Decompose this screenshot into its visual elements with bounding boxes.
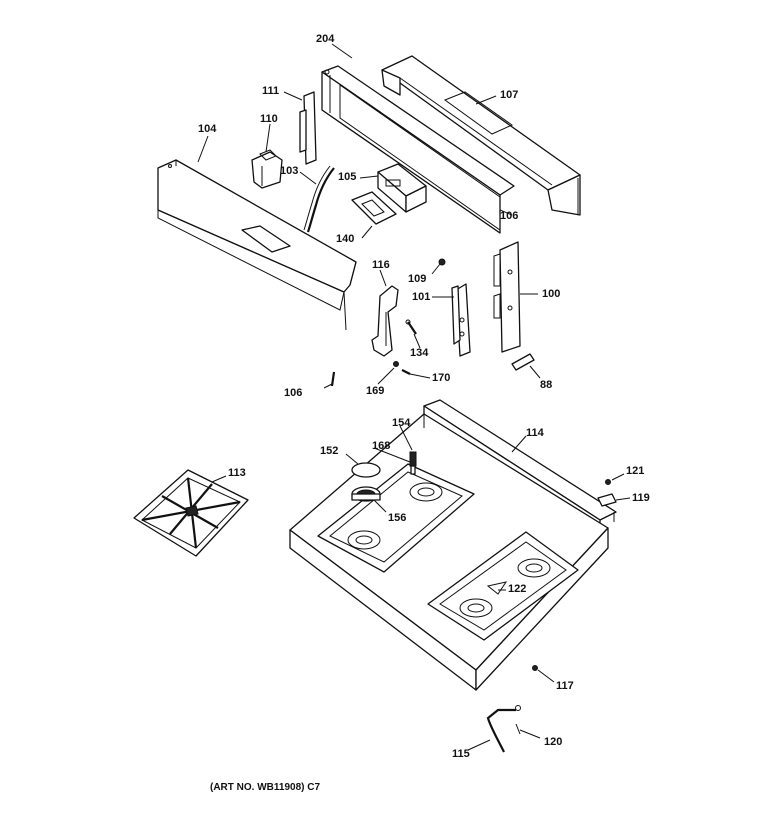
label-88: 88	[540, 379, 552, 391]
part-110-switch	[251, 149, 283, 189]
part-116-side-trim	[371, 285, 399, 357]
label-170: 170	[432, 372, 450, 384]
label-134: 134	[410, 347, 429, 359]
label-140: 140	[336, 233, 354, 245]
label-110: 110	[260, 113, 278, 125]
label-119: 119	[632, 492, 650, 504]
label-107: 107	[500, 89, 518, 101]
label-154: 154	[392, 417, 411, 429]
part-101-bracket	[451, 283, 471, 357]
part-103-harness	[303, 165, 335, 233]
leader-lines	[197, 43, 631, 751]
part-100-side-bracket	[493, 241, 521, 353]
label-100: 100	[542, 288, 560, 300]
label-101: 101	[412, 291, 430, 303]
part-109-screw	[438, 258, 446, 266]
part-117-screw	[532, 665, 538, 671]
label-117: 117	[556, 680, 574, 692]
label-115: 115	[452, 748, 470, 760]
part-106-screw	[330, 371, 336, 387]
label-109: 109	[408, 273, 426, 285]
part-134-screw	[405, 319, 417, 335]
label-152: 152	[320, 445, 338, 457]
part-115-120-rod	[486, 705, 521, 753]
part-169-170-screws	[393, 361, 411, 375]
label-104: 104	[198, 123, 217, 135]
label-106-lower: 106	[284, 387, 302, 399]
label-169: 169	[366, 385, 384, 397]
part-107-top-cover	[381, 55, 581, 216]
label-168: 168	[372, 440, 390, 452]
label-120: 120	[544, 736, 562, 748]
part-113-grate	[133, 469, 249, 557]
part-154-168-igniter	[409, 451, 417, 475]
label-114: 114	[526, 427, 545, 439]
part-156-burner-head	[351, 486, 381, 502]
part-back-panel	[321, 65, 515, 234]
art-number-caption: (ART NO. WB11908) C7	[210, 782, 320, 793]
part-105-clock	[377, 163, 427, 213]
part-104-control-panel	[157, 159, 357, 331]
label-156: 156	[388, 512, 406, 524]
label-111: 111	[262, 85, 279, 97]
label-121: 121	[626, 465, 644, 477]
label-116: 116	[372, 259, 390, 271]
label-106-upper: 106	[500, 210, 518, 222]
label-204: 204	[316, 33, 335, 45]
label-103: 103	[280, 165, 298, 177]
label-113: 113	[228, 467, 246, 479]
label-122: 122	[508, 583, 526, 595]
part-111-bracket	[299, 91, 317, 165]
part-140-overlay	[351, 191, 397, 225]
part-121-119-hardware	[597, 479, 617, 507]
part-114-cooktop	[289, 399, 617, 691]
part-122-clip	[486, 581, 508, 595]
part-152-burner-cap	[351, 462, 381, 478]
label-105: 105	[338, 171, 356, 183]
part-88-pin	[511, 353, 535, 371]
part-labels: 204 107 111 110 104 103 105 106 140 116 …	[198, 33, 650, 760]
